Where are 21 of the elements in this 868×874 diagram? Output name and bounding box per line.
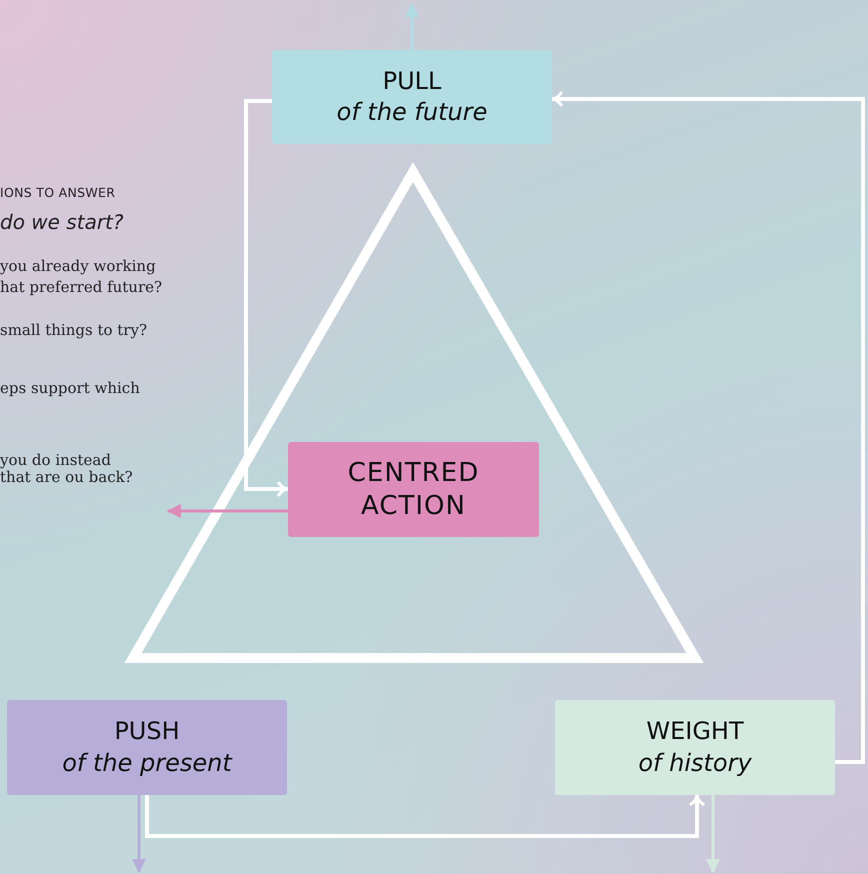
arrow (706, 795, 720, 874)
question-text: eps support which (0, 378, 141, 399)
box-title: CENTRED ACTION (346, 457, 480, 522)
weight-box (555, 700, 835, 795)
box-title: WEIGHT (646, 716, 744, 748)
arrow (166, 504, 288, 518)
push-box (7, 700, 287, 795)
pull-box (272, 50, 552, 144)
box-title: PULL (382, 66, 442, 97)
arrow (405, 2, 419, 50)
box-subtitle: of history (638, 748, 752, 778)
question-text: small things to try? (0, 320, 148, 341)
box-title: PUSH (114, 716, 180, 748)
question-text: you already working hat preferred future? (0, 256, 164, 298)
box-subtitle: of the present (62, 748, 232, 778)
action-box (288, 442, 539, 537)
box-subtitle: of the future (336, 97, 488, 128)
arrow (132, 795, 146, 874)
question-heading: do we start? (0, 210, 124, 234)
section-heading: IONS TO ANSWER (0, 185, 116, 200)
question-text: you do instead that are ou back? (0, 452, 134, 486)
